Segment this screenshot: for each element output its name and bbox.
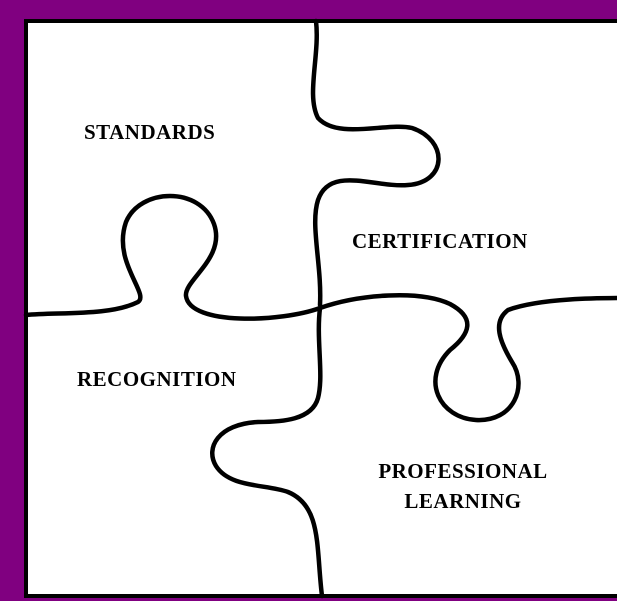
recognition-label: RECOGNITION — [77, 367, 237, 391]
seam-right-horizontal — [317, 293, 617, 423]
standards-label: STANDARDS — [84, 120, 216, 144]
seam-bottom-vertical — [210, 305, 325, 599]
seam-top-vertical — [310, 18, 441, 308]
professional-label-line1: PROFESSIONAL — [378, 459, 548, 483]
seam-left-horizontal — [23, 193, 323, 321]
professional-learning-label: PROFESSIONAL LEARNING — [352, 456, 574, 516]
certification-label: CERTIFICATION — [352, 229, 528, 253]
professional-label-line2: LEARNING — [404, 489, 522, 513]
